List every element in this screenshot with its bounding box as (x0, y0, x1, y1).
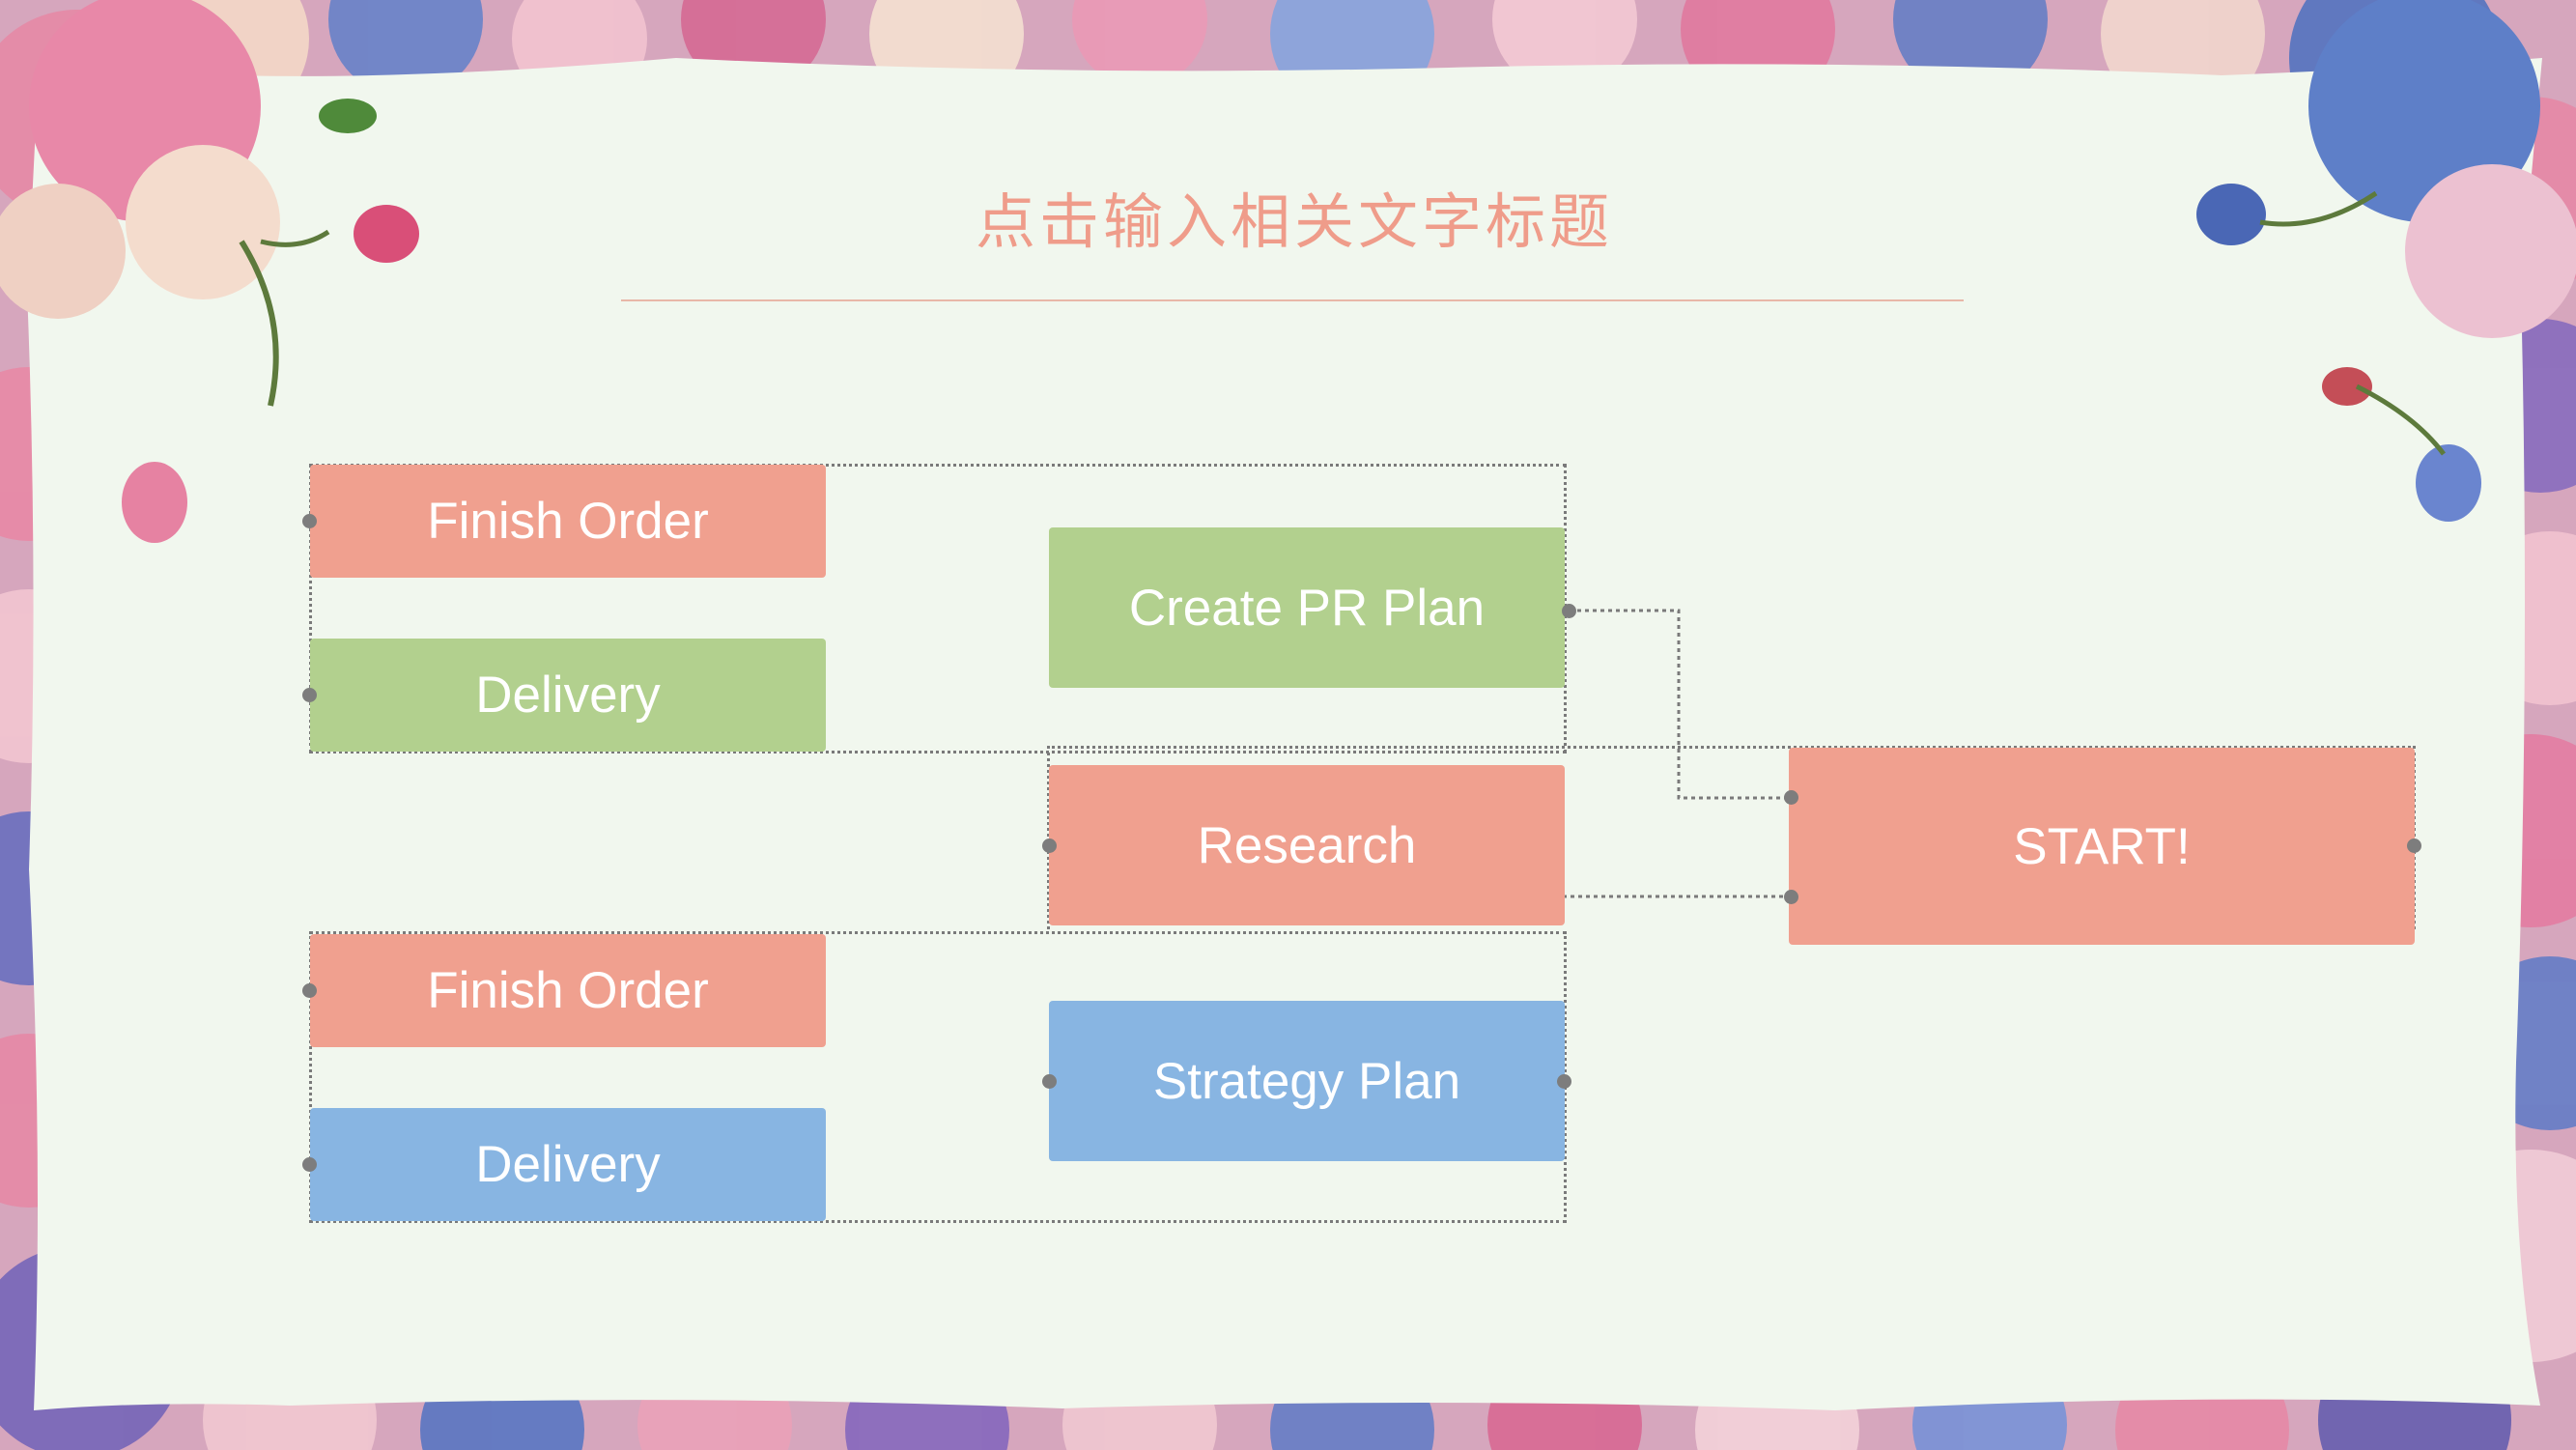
create-pr-plan-box: Create PR Plan (1049, 527, 1565, 688)
connector-dot (1557, 1074, 1571, 1089)
research-label: Research (1197, 816, 1417, 874)
connector-dot (302, 1157, 317, 1172)
connector-dot (1784, 890, 1798, 904)
connector-dot (302, 514, 317, 528)
finish-order-bottom-label: Finish Order (427, 962, 709, 1019)
strategy-plan-box: Strategy Plan (1049, 1001, 1565, 1161)
connector-dot (302, 688, 317, 702)
connector-dot (302, 983, 317, 998)
start-label: START! (2013, 817, 2191, 875)
delivery-bottom-label: Delivery (475, 1136, 661, 1193)
connector-dot (1042, 839, 1057, 853)
delivery-top-box: Delivery (310, 639, 826, 752)
finish-order-bottom-box: Finish Order (310, 934, 826, 1047)
strategy-plan-label: Strategy Plan (1152, 1052, 1461, 1110)
delivery-bottom-box: Delivery (310, 1108, 826, 1221)
delivery-top-label: Delivery (475, 667, 661, 724)
connector-dot (1784, 790, 1798, 805)
create-pr-plan-label: Create PR Plan (1128, 579, 1486, 637)
connector-dot (1562, 604, 1576, 618)
connector-dot (2407, 839, 2421, 853)
title-divider (621, 299, 1964, 301)
connector-dot (1042, 1074, 1057, 1089)
slide-title: 点击输入相关文字标题 (975, 186, 1613, 257)
research-box: Research (1049, 765, 1565, 925)
finish-order-top-box: Finish Order (310, 465, 826, 578)
finish-order-top-label: Finish Order (427, 493, 709, 550)
start-box: START! (1789, 748, 2415, 945)
